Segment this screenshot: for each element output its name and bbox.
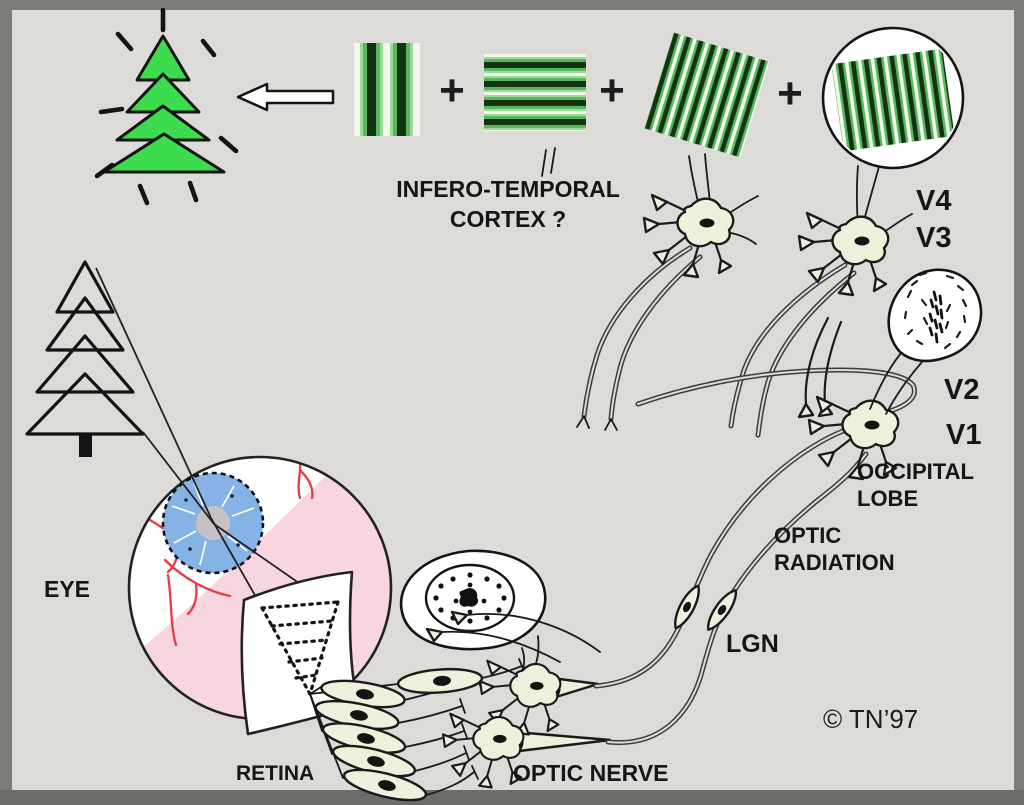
- plus-sign-2: +: [599, 66, 625, 115]
- label-eye: EYE: [44, 576, 90, 602]
- label-optic-radiation-line2: RADIATION: [774, 550, 895, 575]
- label-lgn: LGN: [726, 630, 779, 658]
- label-v2: V2: [944, 374, 979, 406]
- label-v4: V4: [916, 185, 951, 217]
- bipolar-cell-layer: [309, 610, 601, 805]
- label-leader-ticks: [541, 147, 556, 177]
- v1v2-representation-balloon: [869, 268, 983, 415]
- label-optic-radiation-line1: OPTIC: [774, 523, 841, 548]
- retinal-image-dotted-tree: [260, 600, 340, 696]
- perceived-tree: [102, 34, 226, 174]
- grating-oblique: [644, 32, 770, 158]
- ganglion-cells: [442, 659, 612, 789]
- label-retina: RETINA: [236, 762, 314, 785]
- label-occipital-line1: OCCIPITAL: [857, 459, 974, 484]
- label-inferotemporal-line1: INFERO-TEMPORAL: [396, 176, 620, 202]
- receptive-field-balloon: [399, 549, 547, 679]
- grating-vertical: [354, 43, 420, 136]
- label-v3: V3: [916, 222, 951, 254]
- label-inferotemporal-line2: CORTEX ?: [450, 206, 566, 232]
- label-occipital-line2: LOBE: [857, 486, 918, 511]
- outer-frame-bottom: [0, 790, 1024, 805]
- arrow-left-icon: [236, 82, 335, 112]
- cortical-neuron-it: [642, 153, 759, 279]
- edge-fragment-dashes: [903, 271, 968, 350]
- label-optic-nerve: OPTIC NERVE: [513, 760, 669, 786]
- grating-horizontal: [484, 54, 586, 131]
- copyright-text: © TN’97: [823, 704, 918, 734]
- labels: INFERO-TEMPORAL CORTEX ? V4 V3 V2 V1 OCC…: [44, 176, 981, 786]
- cortical-neuron-v3v4: [797, 211, 913, 297]
- stimulus-tree: [25, 260, 145, 457]
- v4-grating-balloon: [821, 26, 965, 229]
- plus-sign-3: +: [777, 69, 803, 118]
- plus-sign-1: +: [439, 66, 465, 115]
- label-v1: V1: [946, 419, 981, 451]
